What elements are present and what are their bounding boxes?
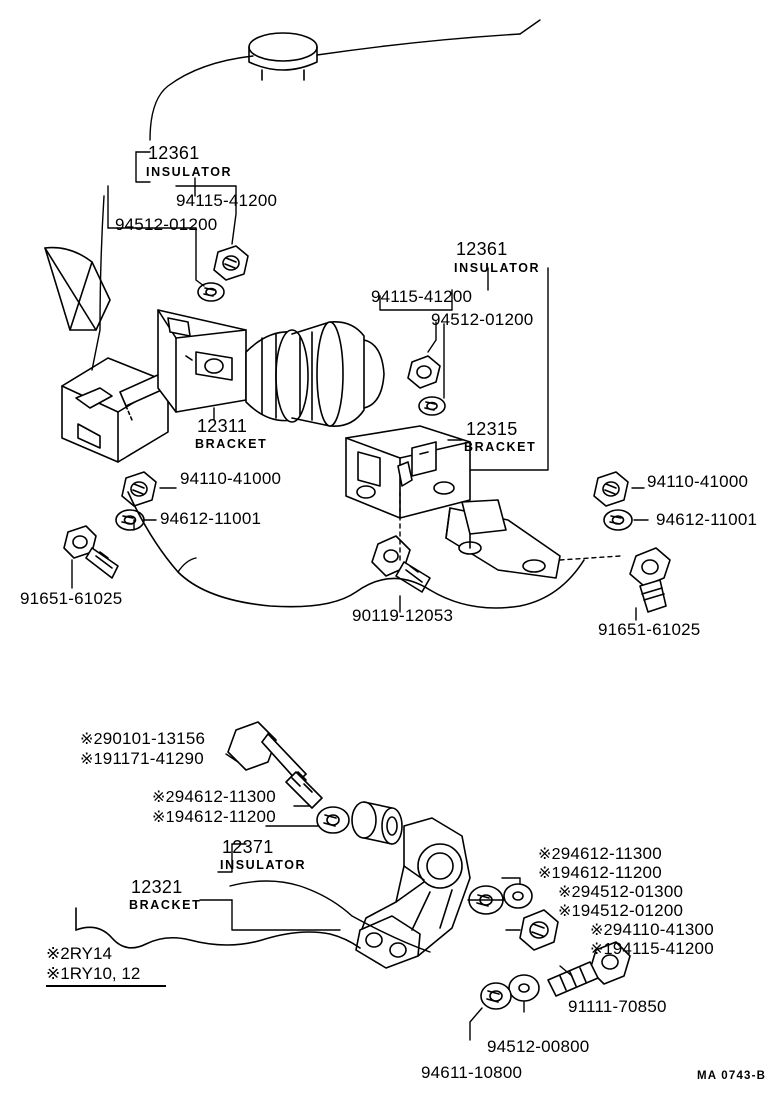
bolt-90119-12053: [371, 535, 431, 593]
reference-mark-2: ※2: [152, 789, 175, 806]
bracket-12311: [157, 309, 247, 413]
legend-row-1: ※2RY14: [46, 944, 166, 964]
legend-model-ry14: RY14: [69, 944, 112, 963]
callout-94115-41200-lower: ※194115-41200: [590, 940, 714, 959]
washer-94611-10800: [480, 982, 512, 1010]
nut-94110-41300: [519, 909, 559, 951]
callout-12361-right-number: 12361: [456, 239, 508, 259]
callout-94115-41200-left: 94115-41200: [176, 191, 278, 210]
reference-mark-1: ※1: [558, 903, 581, 920]
callout-90101-13156: ※290101-13156: [80, 730, 205, 749]
callout-12371-sub: INSULATOR: [220, 858, 307, 872]
bracket-12321: [355, 817, 471, 969]
nut-94110-41000-right: [593, 471, 629, 507]
washer-94612-11001-left: [115, 509, 145, 531]
callout-90101-13156-text: 90101-13156: [102, 729, 206, 748]
callout-94512-01200-lower: ※194512-01200: [558, 902, 683, 921]
callout-12321-number: 12321: [131, 877, 183, 897]
callout-90119-12053: 90119-12053: [352, 606, 454, 625]
callout-12321-sub: BRACKET: [129, 898, 202, 912]
callout-12361-left-sub: INSULATOR: [146, 165, 233, 179]
legend-mark-1: ※1: [46, 964, 70, 983]
reference-mark-2: ※2: [538, 846, 561, 863]
washer-94612-11300-left: [316, 806, 350, 834]
leader-lines-lower: [199, 753, 573, 1041]
callout-91651-61025-left: 91651-61025: [20, 589, 123, 608]
callout-94115-41200-right: 94115-41200: [371, 287, 473, 306]
sheet-code: MA 0743-B: [697, 1070, 767, 1082]
legend-mark-2: ※2: [46, 944, 70, 963]
engine-block: [44, 246, 169, 463]
legend-model-ry10-12: RY10, 12: [69, 964, 141, 983]
bushing-sleeve: [351, 801, 403, 845]
legend-underline: [46, 985, 166, 987]
reference-mark-2: ※2: [558, 884, 581, 901]
nut-94115-41200-left: [213, 245, 249, 281]
callout-94115-41200-lower-text: 94115-41200: [612, 939, 714, 958]
callout-94612-11300-left: ※294612-11300: [152, 788, 276, 807]
callout-94512-01200-lower-text: 94512-01200: [580, 901, 684, 920]
callout-94110-41300: ※294110-41300: [590, 921, 714, 940]
transmission-housing: [245, 320, 385, 427]
callout-94110-41000-left: 94110-41000: [180, 469, 282, 488]
callout-12311-number: 12311: [197, 416, 248, 436]
reference-mark-1: ※1: [152, 809, 175, 826]
callout-94612-11200-right: ※194612-11200: [538, 864, 662, 883]
bolt-91111-70850: [547, 941, 631, 997]
callout-94612-11300-left-text: 94612-11300: [174, 787, 276, 806]
callout-91111-70850: 91111-70850: [568, 997, 667, 1016]
callout-91171-41290-text: 91171-41290: [102, 749, 204, 768]
bolt-90101-13156: [227, 721, 323, 809]
washer-94512-00800: [508, 974, 540, 1002]
legend-block: ※2RY14 ※1RY10, 12: [46, 944, 166, 987]
callout-12361-left-number: 12361: [148, 143, 200, 163]
reference-mark-2: ※2: [80, 731, 103, 748]
callout-94612-11300-right-text: 94612-11300: [560, 844, 662, 863]
reference-mark-1: ※1: [590, 941, 613, 958]
reservoir-cap: [248, 32, 318, 81]
nut-94115-41200-right: [407, 355, 441, 389]
callout-94512-00800: 94512-00800: [487, 1037, 590, 1056]
reference-mark-2: ※2: [590, 922, 613, 939]
callout-94512-01200-left: 94512-01200: [115, 215, 218, 234]
bolt-91651-61025-right: [629, 547, 671, 613]
bracket-12315: [345, 425, 561, 579]
leader-lines-upper: [71, 151, 649, 621]
callout-94612-11001-right: 94612-11001: [656, 510, 758, 529]
callout-94612-11200-left-text: 94612-11200: [174, 807, 276, 826]
washer-94512-01300: [503, 883, 533, 909]
reference-mark-1: ※1: [538, 865, 561, 882]
callout-91651-61025-right: 91651-61025: [598, 620, 701, 639]
callout-12371-number: 12371: [222, 837, 274, 857]
callout-94612-11300-right: ※294612-11300: [538, 845, 662, 864]
callout-94611-10800: 94611-10800: [421, 1063, 523, 1082]
callout-12315-number: 12315: [466, 419, 518, 439]
callout-94110-41300-text: 94110-41300: [612, 920, 714, 939]
bolt-91651-61025-left: [63, 525, 119, 579]
callout-94612-11001-left: 94612-11001: [160, 509, 262, 528]
callout-91171-41290: ※191171-41290: [80, 750, 204, 769]
callout-94512-01300: ※294512-01300: [558, 883, 683, 902]
callout-12315-sub: BRACKET: [464, 440, 537, 454]
reference-mark-1: ※1: [80, 751, 103, 768]
washer-94512-01200-right: [418, 396, 446, 416]
legend-row-2: ※1RY10, 12: [46, 964, 166, 984]
callout-94512-01300-text: 94512-01300: [580, 882, 684, 901]
callout-94612-11200-left: ※194612-11200: [152, 808, 276, 827]
callout-94512-01200-right: 94512-01200: [431, 310, 534, 329]
callout-94612-11200-right-text: 94612-11200: [560, 863, 662, 882]
washer-94612-11001-right: [603, 509, 633, 531]
callout-94110-41000-right: 94110-41000: [647, 472, 749, 491]
washer-94512-01200-left: [197, 282, 225, 302]
callout-12311-sub: BRACKET: [195, 437, 268, 451]
callout-12361-right-sub: INSULATOR: [454, 261, 541, 275]
nut-94110-41000-left: [121, 471, 157, 507]
